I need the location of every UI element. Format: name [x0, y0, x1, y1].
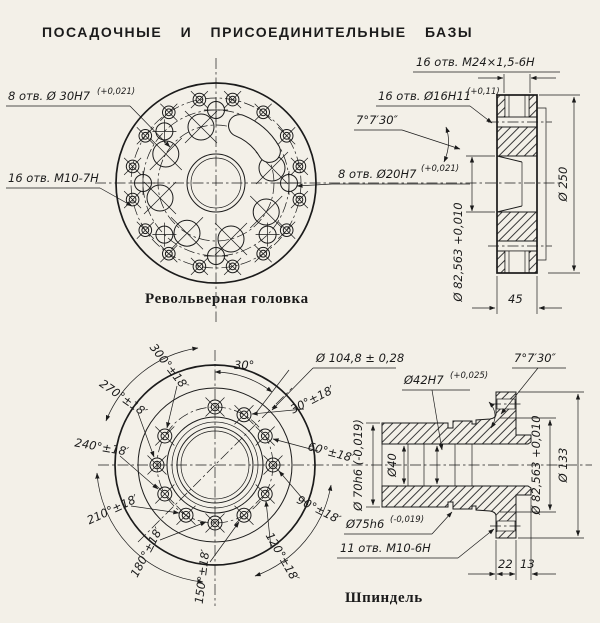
- label-d82-spindle: Ø 82,563 +0,010: [529, 415, 543, 515]
- label-w45: 45: [508, 292, 523, 306]
- label-d133: Ø 133: [556, 448, 570, 484]
- angle-label-30: 30°±18′: [288, 382, 337, 416]
- turret-arc-slot: [228, 114, 281, 163]
- label-d75-tol: (-0,019): [390, 515, 424, 525]
- turret-section-view: [488, 94, 552, 274]
- angle-label-240: 240°±18′: [74, 435, 131, 458]
- label-w22: 22: [498, 557, 513, 571]
- label-w13: 13: [520, 557, 535, 571]
- angle-label-300: 300°±18′: [147, 341, 192, 393]
- label-arc30: 30°: [234, 358, 254, 372]
- angle-label-60: 60°±18′: [306, 439, 356, 465]
- page-title: ПОСАДОЧНЫЕ И ПРИСОЕДИНИТЕЛЬНЫЕ БАЗЫ: [42, 24, 473, 40]
- label-holes-30h7: 8 отв. Ø 30Н7: [8, 89, 91, 103]
- turret-front-labels: 8 отв. Ø 30Н7 (+0,021) 16 отв. М10-7Н 8 …: [6, 87, 470, 207]
- label-holes-m24: 16 отв. М24×1,5-6Н: [416, 55, 535, 69]
- label-d82-turret: Ø 82,563 +0,010: [451, 202, 465, 302]
- label-holes-16h11-tol: (+0,11): [467, 87, 500, 97]
- label-holes-m10-6h: 11 отв. М10-6Н: [340, 541, 431, 555]
- spindle-flange-view: 30°: [95, 346, 592, 606]
- label-holes-m10-7h: 16 отв. М10-7Н: [8, 171, 99, 185]
- label-d42-tol: (+0,025): [450, 371, 488, 381]
- turret-section-dims: 16 отв. М24×1,5-6Н 16 отв. Ø16Н11 (+0,11…: [354, 55, 580, 314]
- label-taper-angle-spindle: 7°7′30″: [514, 351, 557, 365]
- label-d104: Ø 104,8 ± 0,28: [315, 351, 404, 365]
- label-taper-angle-turret: 7°7′30″: [356, 113, 399, 127]
- label-d250: Ø 250: [556, 167, 570, 203]
- turret-caption: Револьверная головка: [145, 291, 309, 307]
- label-d75: Ø75h6: [345, 517, 384, 531]
- turret-front-view: [95, 58, 562, 322]
- label-holes-16h11: 16 отв. Ø16Н11: [378, 89, 471, 103]
- angle-label-180: 180°±18′: [127, 524, 165, 579]
- label-d70: Ø 70h6 (-0,019): [351, 419, 365, 512]
- label-holes-20h7: 8 отв. Ø20Н7: [338, 167, 417, 181]
- spindle-section-dims: Ø 70h6 (-0,019) Ø40 Ø42Н7 (+0,025) 7°7′3…: [337, 351, 584, 580]
- angle-label-150: 150°±18′: [192, 548, 213, 604]
- label-holes-30h7-tol: (+0,021): [97, 87, 135, 97]
- spindle-section-view: [381, 391, 532, 539]
- label-d40: Ø40: [385, 453, 399, 478]
- label-holes-20h7-tol: (+0,021): [421, 164, 459, 174]
- spindle-caption: Шпиндель: [345, 590, 423, 606]
- label-d42: Ø42Н7: [403, 373, 444, 387]
